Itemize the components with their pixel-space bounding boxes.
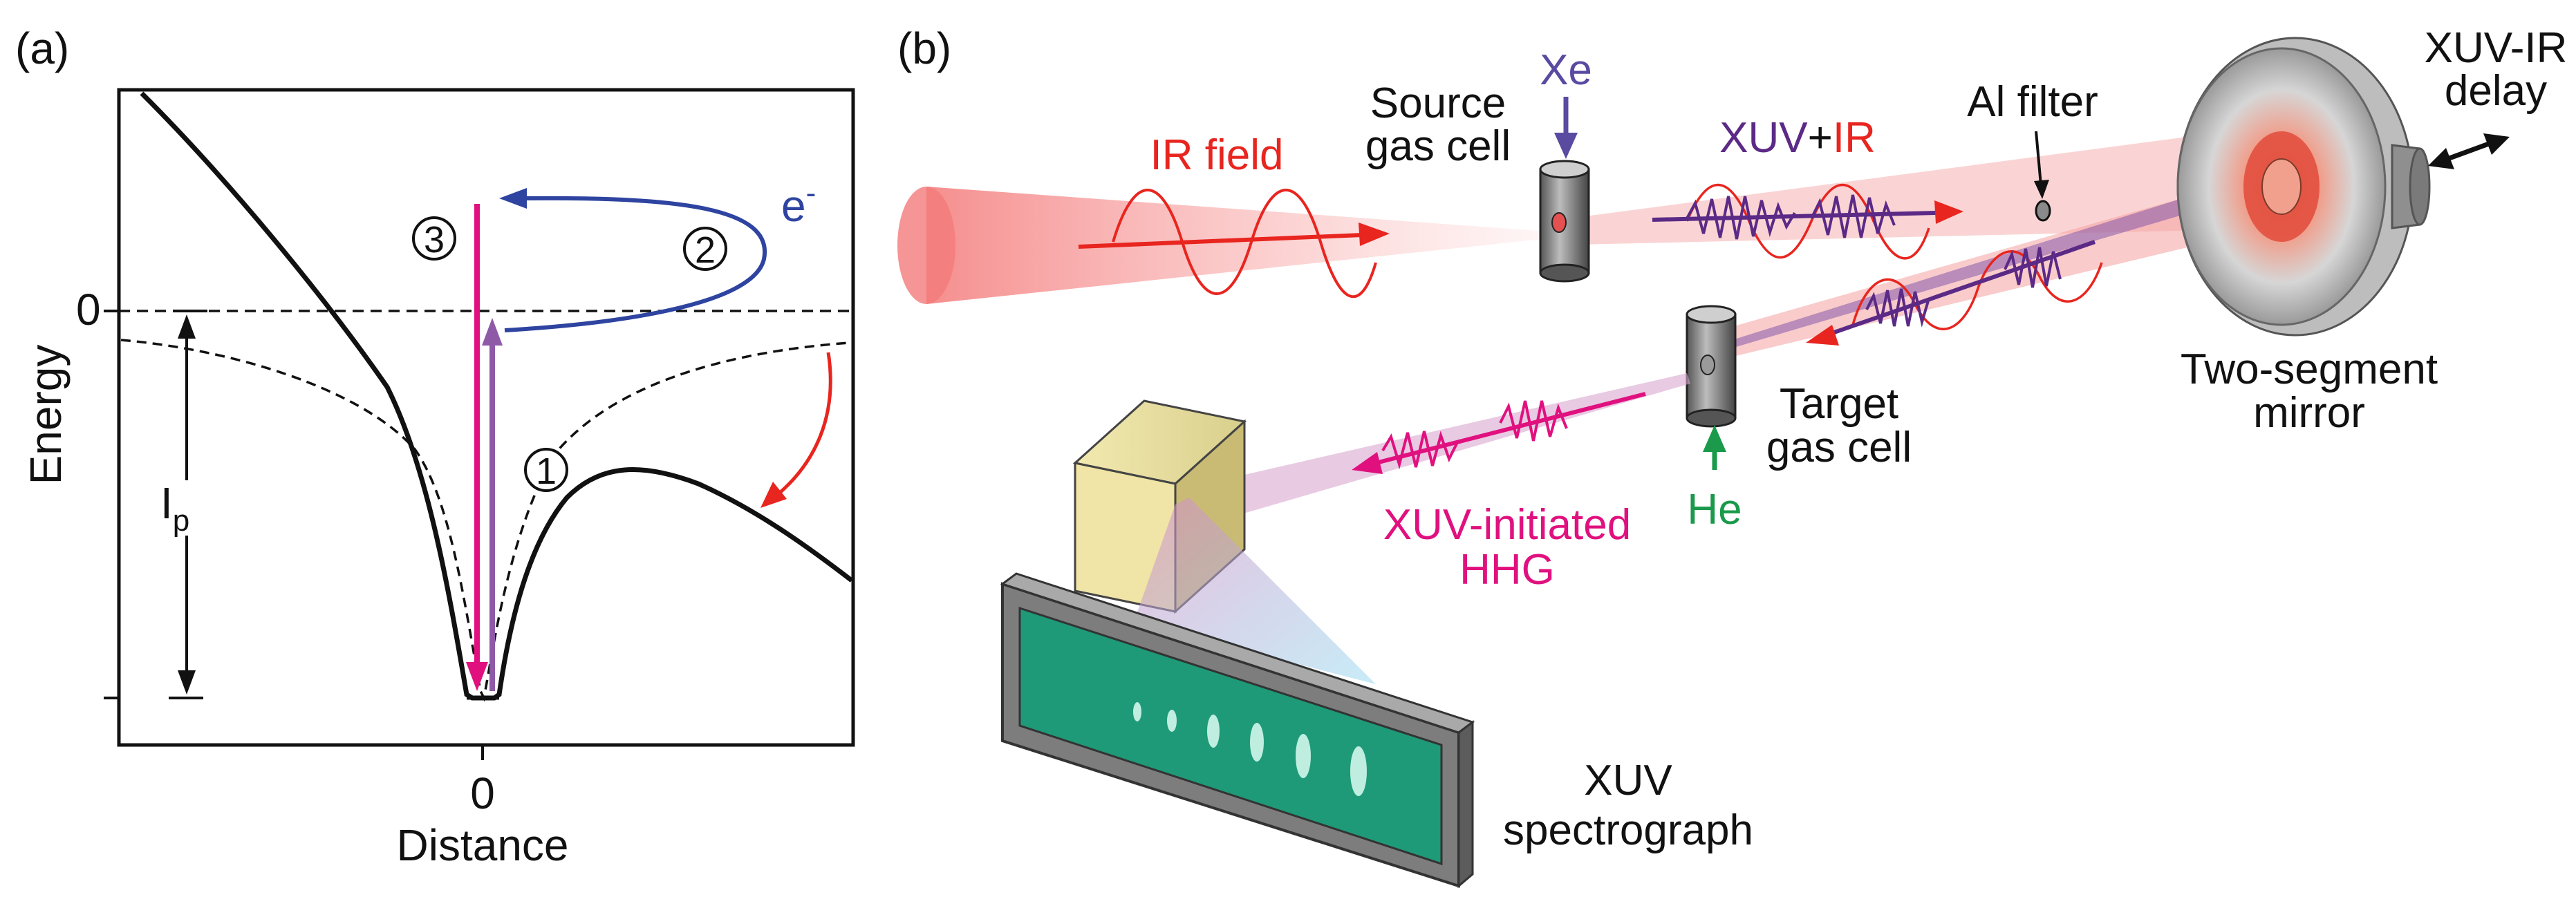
ip-label: Ip (160, 478, 189, 538)
he-label: He (1687, 486, 1742, 534)
zero-tick-x-label: 0 (470, 768, 495, 818)
reflected-ir-wave (1851, 250, 2103, 330)
harmonic-spot (1350, 746, 1367, 796)
y-axis-label: Energy (21, 345, 71, 485)
target-gas-cell (1686, 305, 1737, 428)
mirror-label-line2: mirror (2253, 389, 2365, 437)
harmonic-spots (1133, 702, 1367, 796)
source-cell-label-line2: gas cell (1365, 122, 1511, 170)
hhg-label-line1: XUV-initiated (1383, 501, 1631, 549)
ir-propagation-arrow-head (1359, 223, 1390, 246)
mirror-label-line1: Two-segment (2181, 346, 2438, 393)
ip-arrow-head-bottom (178, 670, 196, 695)
delay-arrow-shaft (2446, 141, 2490, 162)
xuv-ir-label: XUV+IR (1719, 114, 1876, 162)
al-filter-pointer-head (2034, 180, 2049, 199)
al-filter-pointer (2035, 131, 2042, 186)
field-bending-arrow (774, 352, 832, 498)
step-3-marker: 3 (412, 216, 456, 261)
delay-label-line1: XUV-IR (2425, 24, 2568, 72)
svg-text:3: 3 (424, 219, 445, 261)
ir-input-beam (926, 187, 1549, 304)
zero-tick-y-label: 0 (76, 285, 101, 334)
xe-inlet-arrow-head (1554, 133, 1578, 159)
step-1-marker: 1 (524, 448, 568, 492)
xe-label: Xe (1540, 46, 1592, 94)
step-2-marker: 2 (683, 227, 727, 271)
delay-label-line2: delay (2445, 67, 2547, 115)
ir-beam-aperture (897, 187, 955, 304)
electron-label: e- (781, 176, 816, 231)
ir-field-label: IR field (1150, 131, 1284, 179)
hhg-label-line2: HHG (1459, 546, 1555, 594)
reflected-xuv-pulse (1865, 247, 2062, 328)
electron-trajectory-arrow-head (499, 188, 527, 209)
harmonic-spot (1133, 702, 1141, 721)
recombination-arrow-head (466, 662, 488, 691)
he-inlet-arrow-head (1703, 425, 1726, 452)
hhg-propagation-arrow (1375, 392, 1646, 465)
svg-text:2: 2 (695, 229, 716, 271)
harmonic-spot (1207, 715, 1220, 748)
reflected-beam-arrow-head (1806, 325, 1839, 346)
ir-propagation-arrow (1078, 233, 1363, 249)
harmonic-spot (1167, 710, 1177, 732)
field-free-potential (120, 339, 850, 702)
panel-a-label: (a) (15, 23, 69, 73)
xuv-ir-propagation-arrow (1652, 211, 1936, 222)
svg-text:1: 1 (536, 451, 557, 492)
spectrograph-label-line1: XUV (1584, 757, 1672, 804)
xuv-ir-ir-wave (1686, 183, 1930, 260)
delay-arrow-head-left (2428, 148, 2454, 169)
two-segment-mirror (2176, 37, 2431, 337)
al-filter-label: Al filter (1967, 78, 2098, 126)
al-filter (2035, 200, 2051, 222)
electron-trajectory (504, 196, 767, 332)
dressed-potential (140, 91, 854, 701)
excitation-arrow-head (482, 318, 503, 346)
ip-arrow-head-top (178, 314, 196, 339)
spectrograph-label-line2: spectrograph (1503, 806, 1753, 854)
harmonic-spot (1296, 734, 1311, 778)
delay-arrow-head-right (2483, 133, 2510, 155)
hhg-propagation-arrow-head (1352, 452, 1383, 474)
target-cell-label-line1: Target (1780, 380, 1898, 428)
ip-label-bg (148, 480, 203, 536)
source-gas-cell (1539, 160, 1590, 283)
reflected-beam-arrow (1831, 240, 2096, 335)
source-cell-label-line1: Source (1370, 79, 1506, 127)
plot-frame (117, 88, 855, 747)
harmonic-spot (1250, 723, 1264, 762)
ir-field-wave (1112, 189, 1377, 299)
panel-b-label: (b) (897, 23, 951, 73)
target-cell-label-line2: gas cell (1766, 424, 1912, 471)
spectrograph-detector (1000, 572, 1475, 889)
xuv-ir-propagation-arrow-head (1934, 200, 1963, 224)
field-bending-arrow-head (760, 482, 787, 508)
x-axis-label: Distance (397, 820, 569, 870)
panel-a: (a) 0 Ip e- (15, 23, 855, 870)
panel-b: (b) IR field Source gas cell Xe XUV+IR (897, 23, 2568, 889)
reflected-xuv-beam (1715, 169, 2278, 352)
xuv-ir-beam-to-mirror (1549, 124, 2295, 245)
